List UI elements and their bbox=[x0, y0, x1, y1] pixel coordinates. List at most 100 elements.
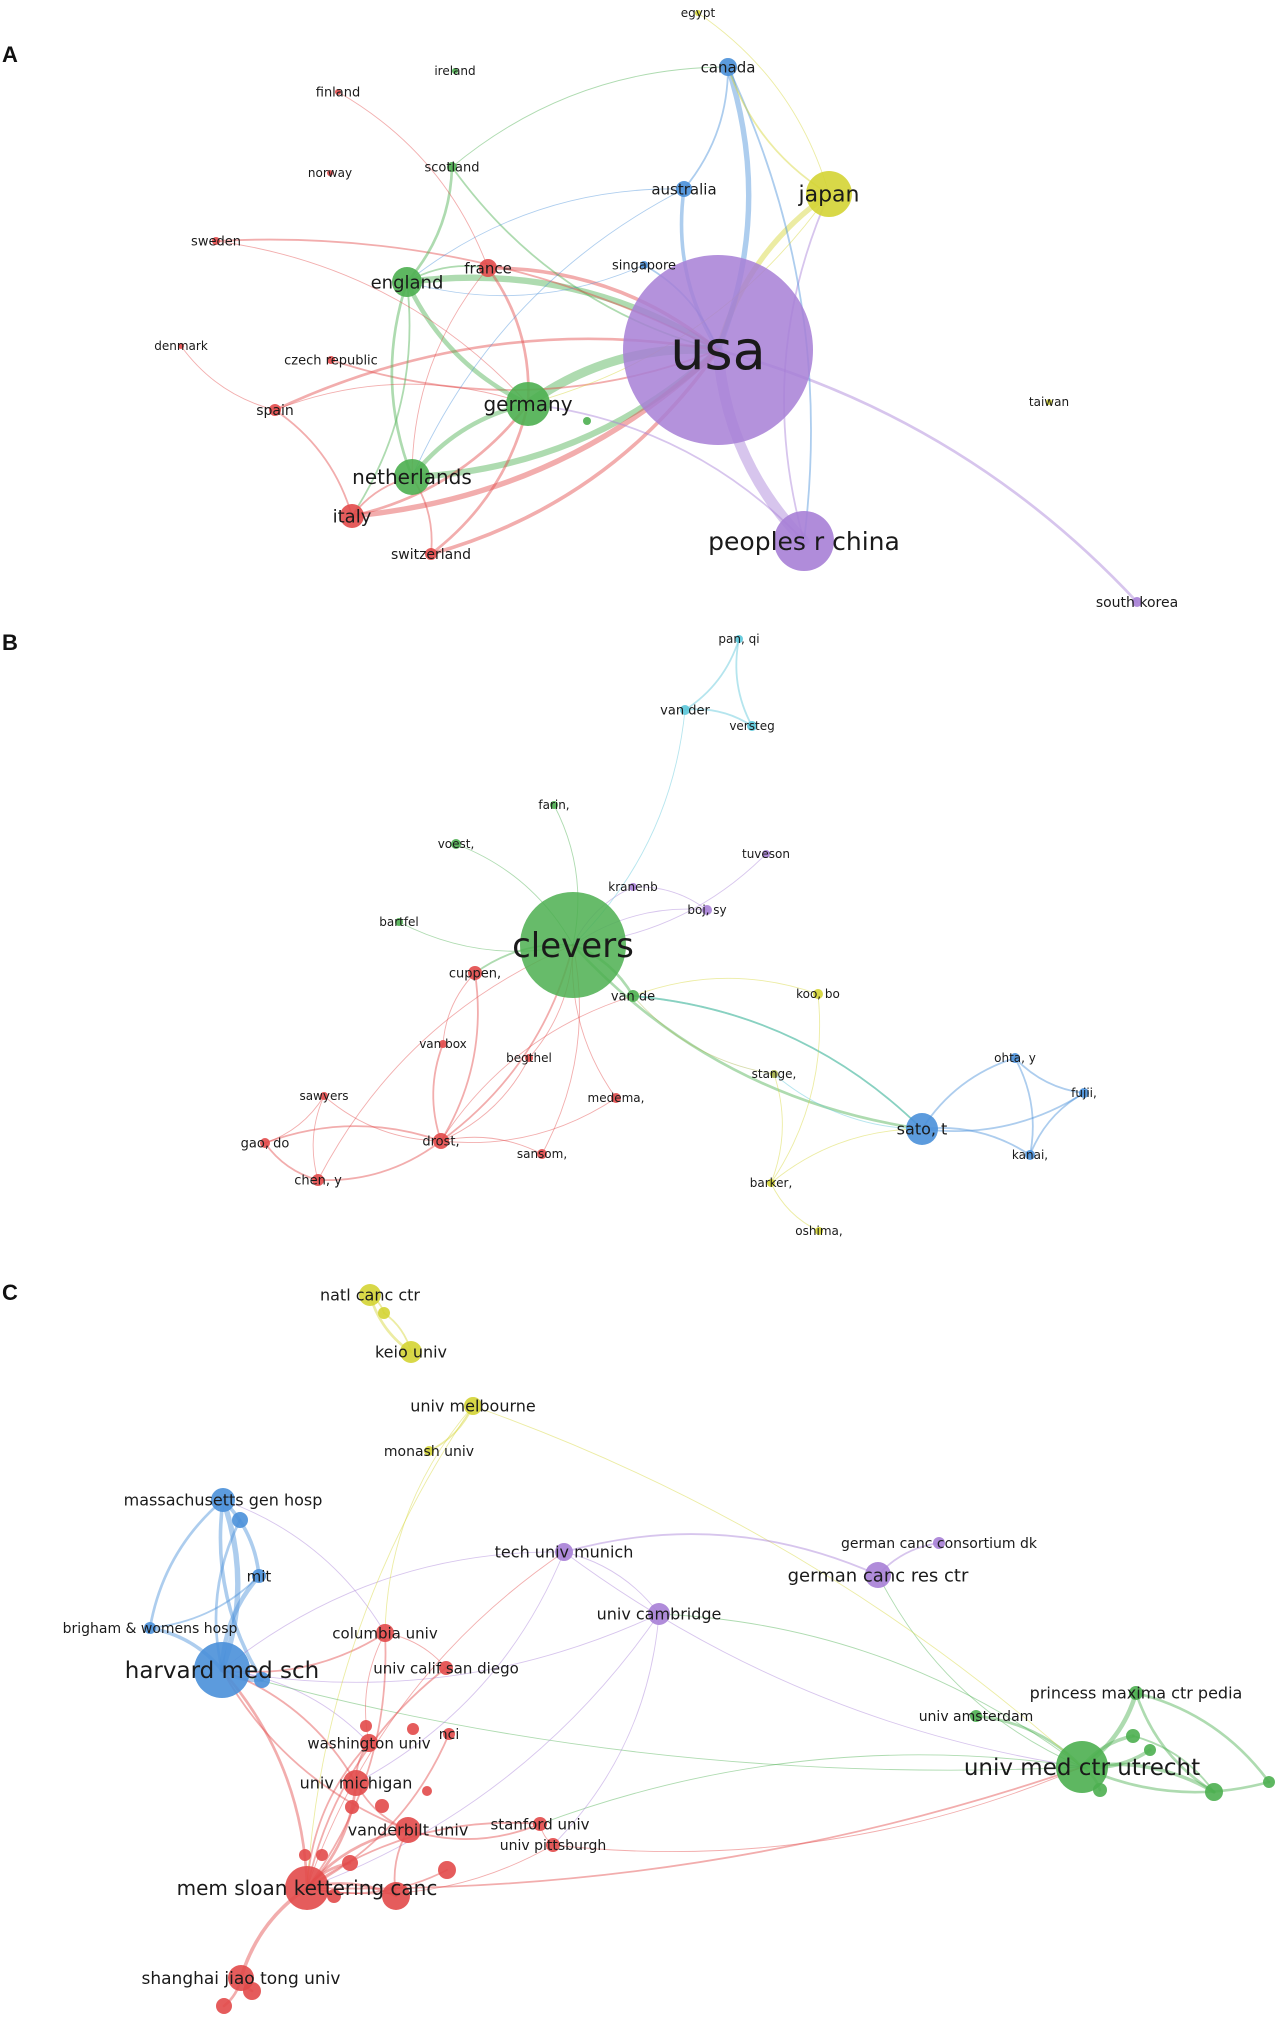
link-barker-oshima bbox=[770, 1182, 820, 1232]
link-germany-sweden bbox=[215, 240, 529, 405]
link-ohta-kanai bbox=[1014, 1057, 1034, 1156]
link-umcu-melb bbox=[472, 1405, 1083, 1768]
link-australia-england bbox=[406, 188, 685, 283]
node-label-mgh: massachusetts gen hosp bbox=[124, 1491, 323, 1510]
node-oshima bbox=[815, 1227, 823, 1235]
link-drost-cuppen bbox=[440, 972, 479, 1142]
node-red3 bbox=[342, 1855, 358, 1871]
node-label-clevers: clevers bbox=[512, 926, 634, 966]
node-gcrc bbox=[865, 1562, 891, 1588]
node-gao bbox=[260, 1138, 270, 1148]
node-red13 bbox=[422, 1786, 432, 1796]
link-canada-australia bbox=[683, 66, 729, 190]
node-label-bartfel: bartfel bbox=[379, 915, 419, 929]
node-label-barker: barker, bbox=[750, 1176, 793, 1190]
link-harvard-umcu bbox=[221, 1669, 1083, 1771]
node-panqi bbox=[735, 635, 743, 643]
node-label-vander: van der bbox=[660, 704, 710, 719]
node-finland bbox=[335, 89, 341, 95]
node-cambridge bbox=[648, 1603, 670, 1625]
node-label-england: england bbox=[371, 272, 444, 293]
link-pmc-grn5 bbox=[1134, 1691, 1271, 1784]
link-mgh-blue3 bbox=[218, 1498, 264, 1682]
node-clevers bbox=[520, 892, 626, 998]
node-italy bbox=[340, 504, 364, 528]
link-egypt-japan bbox=[697, 12, 830, 195]
node-ohta bbox=[1010, 1053, 1020, 1063]
link-msk-ucsd bbox=[306, 1667, 447, 1889]
node-label-sato: sato, t bbox=[897, 1120, 948, 1139]
node-label-uva: univ amsterdam bbox=[919, 1709, 1034, 1725]
node-label-germany: germany bbox=[483, 392, 572, 416]
node-australia bbox=[676, 181, 692, 197]
link-canada-scotland bbox=[451, 66, 729, 168]
node-washu bbox=[360, 1734, 378, 1752]
node-barker bbox=[767, 1179, 775, 1187]
node-label-stanford: stanford univ bbox=[490, 1815, 589, 1833]
node-egypt bbox=[695, 10, 701, 16]
node-label-pmc: princess maxima ctr pedia bbox=[1030, 1684, 1243, 1703]
node-label-drost: drost, bbox=[422, 1135, 459, 1150]
link-vande-drost bbox=[440, 995, 634, 1142]
link-england-italy bbox=[351, 281, 411, 517]
node-cuppen bbox=[468, 966, 482, 980]
node-label-czech: czech republic bbox=[284, 354, 378, 369]
node-label-switzerland: switzerland bbox=[391, 547, 471, 563]
node-umich bbox=[343, 1770, 369, 1796]
node-sawyers bbox=[320, 1092, 328, 1100]
node-yel2 bbox=[378, 1307, 390, 1319]
node-label-upitt: univ pittsburgh bbox=[500, 1838, 606, 1854]
node-label-voest: voest, bbox=[438, 837, 475, 851]
node-denmark bbox=[178, 343, 184, 349]
node-label-kanai: kanai, bbox=[1012, 1148, 1048, 1162]
node-label-gao: gao, do bbox=[241, 1137, 290, 1152]
node-label-vandy: vanderbilt univ bbox=[348, 1821, 469, 1840]
node-uva bbox=[970, 1710, 982, 1722]
link-cambridge-upitt bbox=[552, 1613, 660, 1846]
link-vande-sato bbox=[632, 995, 923, 1130]
node-mgh bbox=[211, 1488, 235, 1512]
link-france-netherlands bbox=[411, 267, 489, 478]
node-label-sansom: sansom, bbox=[517, 1147, 567, 1161]
node-chen bbox=[312, 1174, 324, 1186]
link-spain-germany bbox=[274, 383, 529, 411]
link-koo-barker bbox=[770, 993, 821, 1184]
node-label-ucsd: univ calif san diego bbox=[373, 1659, 519, 1677]
panel-letter-a: A bbox=[2, 42, 18, 67]
node-canada bbox=[719, 58, 737, 76]
node-label-egypt: egypt bbox=[681, 6, 716, 20]
node-label-scotland: scotland bbox=[424, 161, 479, 176]
node-england bbox=[392, 267, 422, 297]
node-red2 bbox=[438, 1861, 456, 1879]
link-harvard-msk bbox=[220, 1668, 309, 1890]
node-taiwan bbox=[1046, 399, 1052, 405]
node-label-gcck: german canc consortium dk bbox=[841, 1536, 1038, 1552]
node-label-umich: univ michigan bbox=[300, 1774, 413, 1793]
node-label-china: peoples r china bbox=[708, 527, 900, 556]
node-label-stange: stange, bbox=[752, 1067, 797, 1081]
node-label-sweden: sweden bbox=[191, 235, 241, 250]
node-grn2 bbox=[1126, 1729, 1140, 1743]
link-pmc-grn4 bbox=[1134, 1691, 1216, 1794]
node-bartfel bbox=[395, 918, 403, 926]
node-label-panqi: pan, qi bbox=[718, 632, 759, 646]
node-upitt bbox=[546, 1838, 560, 1852]
node-red4 bbox=[316, 1849, 328, 1861]
node-medema bbox=[611, 1093, 621, 1103]
node-label-cambridge: univ cambridge bbox=[597, 1605, 722, 1624]
node-ucsd bbox=[439, 1661, 453, 1675]
link-melb-columbia bbox=[384, 1405, 474, 1634]
link-msk-upitt bbox=[306, 1844, 554, 1895]
node-tum bbox=[555, 1543, 573, 1561]
link-germany-switzerland bbox=[429, 402, 530, 556]
node-norway bbox=[327, 170, 333, 176]
node-label-spain: spain bbox=[256, 403, 294, 419]
link-china-germany bbox=[527, 403, 805, 542]
link-drost-medema bbox=[440, 1097, 617, 1144]
node-mit bbox=[252, 1569, 266, 1583]
edges bbox=[264, 638, 1085, 1232]
